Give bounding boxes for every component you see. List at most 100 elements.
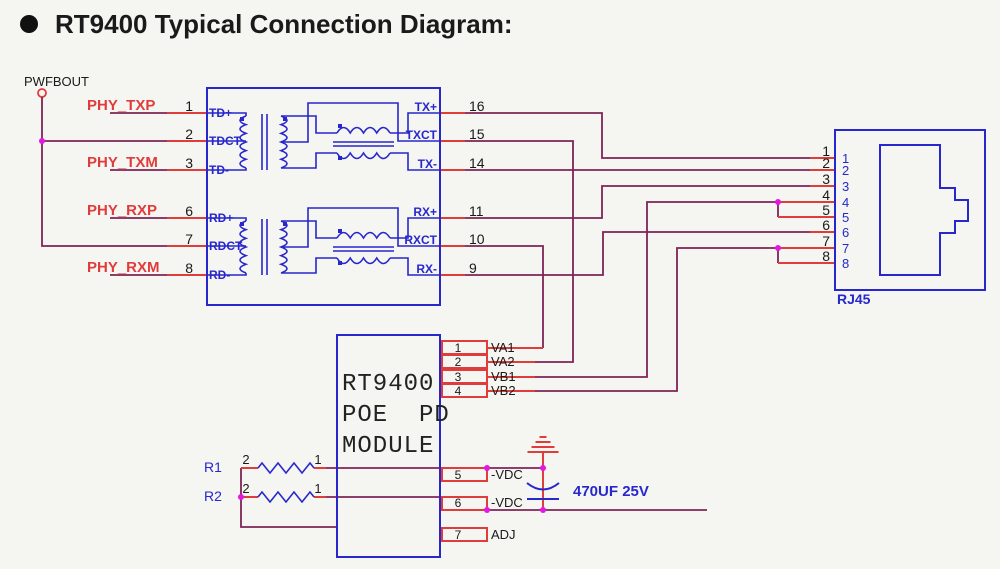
phy-signal-labels: PHY_TXP PHY_TXM PHY_RXP PHY_RXM bbox=[87, 97, 160, 276]
phy-txp-label: PHY_TXP bbox=[87, 97, 155, 114]
module-pin-box bbox=[441, 369, 488, 384]
power-terminal-label: PWFBOUT bbox=[24, 74, 89, 89]
pin-label: RXCT bbox=[404, 233, 437, 247]
polarity-dot bbox=[283, 117, 287, 121]
pin-number: 2 bbox=[185, 126, 193, 142]
junction-dot bbox=[39, 138, 45, 144]
pin-number: 3 bbox=[185, 155, 193, 171]
module-pins: 1 2 3 4 5 6 7 VA1 VA2 VB1 VB2 -VDC -VDC … bbox=[441, 340, 523, 542]
pin-label: -VDC bbox=[491, 495, 523, 510]
wire-adj-net bbox=[240, 468, 338, 528]
pin-number: 3 bbox=[842, 179, 849, 194]
phy-rxp-label: PHY_RXP bbox=[87, 202, 157, 219]
wire-rxp-rj3 bbox=[465, 185, 810, 219]
module-title-line: POE PD bbox=[342, 402, 450, 429]
wire-txct-va2 bbox=[465, 140, 574, 363]
pin-label: TX+ bbox=[415, 100, 437, 114]
pin-number: 1 bbox=[822, 143, 830, 159]
pin-number: 14 bbox=[469, 155, 485, 171]
rx-channel-symbol bbox=[207, 207, 440, 276]
resistor-ref: R2 bbox=[204, 488, 222, 504]
pin-number: 5 bbox=[842, 210, 849, 225]
capacitor-value: 470UF 25V bbox=[573, 483, 649, 500]
module-pin-box bbox=[441, 467, 488, 482]
wire-vb2-rj78 bbox=[535, 247, 779, 392]
polarity-dot bbox=[240, 117, 244, 121]
pin-stubs bbox=[167, 112, 835, 498]
pin-number: 10 bbox=[469, 231, 485, 247]
pin-number: 3 bbox=[822, 171, 830, 187]
resistor-r1: R1 2 1 bbox=[204, 452, 322, 475]
polarity-dot bbox=[283, 222, 287, 226]
pin-number: 16 bbox=[469, 98, 485, 114]
stubs-module-top bbox=[487, 347, 543, 392]
tx-channel-symbol bbox=[207, 102, 440, 171]
pin-number: 1 bbox=[455, 341, 462, 355]
pin-number: 1 bbox=[842, 151, 849, 166]
wire-rxct-va1 bbox=[465, 245, 544, 348]
module-pin-box bbox=[441, 354, 488, 369]
pin-number: 11 bbox=[469, 203, 484, 219]
pin-label: TX- bbox=[418, 157, 437, 171]
junction-dot bbox=[540, 465, 546, 471]
pin-number: 1 bbox=[314, 481, 321, 496]
stubs-transformer-left bbox=[167, 112, 207, 276]
pin-number: 2 bbox=[242, 481, 249, 496]
pin-number: 5 bbox=[455, 468, 462, 482]
rj45-jack-icon bbox=[879, 144, 969, 276]
pin-label: VB1 bbox=[491, 369, 516, 384]
module-pin-box bbox=[441, 383, 488, 398]
page-title: RT9400 Typical Connection Diagram: bbox=[55, 9, 513, 39]
wire-rxm-rj6 bbox=[465, 231, 810, 276]
pin-number: 4 bbox=[822, 187, 830, 203]
pin-number: 6 bbox=[455, 496, 462, 510]
resistor-symbol bbox=[257, 490, 315, 504]
transformer-block: 1 2 3 6 7 8 TD+ TDCT TD- RD+ RDCT RD- 16… bbox=[185, 87, 485, 306]
pin-number: 2 bbox=[242, 452, 249, 467]
rj45-outline bbox=[834, 129, 986, 291]
pin-number: 7 bbox=[842, 241, 849, 256]
junction-dot bbox=[775, 245, 781, 251]
pin-number: 3 bbox=[455, 370, 462, 384]
transformer-outline bbox=[206, 87, 441, 306]
pin-number: 4 bbox=[842, 195, 849, 210]
pin-number: 7 bbox=[822, 233, 830, 249]
transformer-pin-text: 1 2 3 6 7 8 TD+ TDCT TD- RD+ RDCT RD- 16… bbox=[185, 98, 485, 282]
ground-symbol bbox=[527, 436, 559, 510]
junction-dot bbox=[540, 507, 546, 513]
phy-rxm-label: PHY_RXM bbox=[87, 259, 160, 276]
pin-number: 15 bbox=[469, 126, 485, 142]
stubs-rj45-a bbox=[810, 157, 835, 233]
junction-dot bbox=[775, 199, 781, 205]
module-pin-box bbox=[441, 496, 488, 511]
rj45-inner-numbers: 1 2 3 4 5 6 7 8 bbox=[842, 151, 849, 271]
pin-number: 1 bbox=[185, 98, 193, 114]
pin-label: VA1 bbox=[491, 340, 515, 355]
pin-number: 1 bbox=[314, 452, 321, 467]
wire-pwfbout-net bbox=[41, 97, 167, 247]
pin-label: TD- bbox=[209, 163, 229, 177]
resistor-ref: R1 bbox=[204, 459, 222, 475]
pin-label: VB2 bbox=[491, 383, 516, 398]
pin-number: 8 bbox=[822, 248, 830, 264]
pin-label: -VDC bbox=[491, 467, 523, 482]
junction-dot bbox=[484, 465, 490, 471]
pin-label: RX+ bbox=[413, 205, 437, 219]
resistor-r2: R2 2 1 bbox=[204, 481, 322, 504]
pin-number: 7 bbox=[455, 528, 462, 542]
resistor-symbol bbox=[257, 461, 315, 475]
poe-module: RT9400 POE PD MODULE 1 2 3 4 5 6 7 VA1 V… bbox=[336, 334, 523, 558]
pin-label: RDCT bbox=[209, 239, 243, 253]
pin-label: RD+ bbox=[209, 211, 233, 225]
polarity-dot bbox=[338, 261, 342, 265]
pin-number: 6 bbox=[185, 203, 193, 219]
capacitor-curved-plate bbox=[526, 482, 560, 491]
bullet-icon bbox=[20, 15, 38, 33]
pin-label: VA2 bbox=[491, 354, 515, 369]
pin-label: RD- bbox=[209, 268, 230, 282]
pin-number: 9 bbox=[469, 260, 477, 276]
pin-label: TXCT bbox=[406, 128, 438, 142]
rj45-connector: RJ45 1 2 3 4 5 6 7 8 1 2 3 4 5 6 7 8 bbox=[822, 129, 986, 307]
polarity-dot bbox=[338, 124, 342, 128]
